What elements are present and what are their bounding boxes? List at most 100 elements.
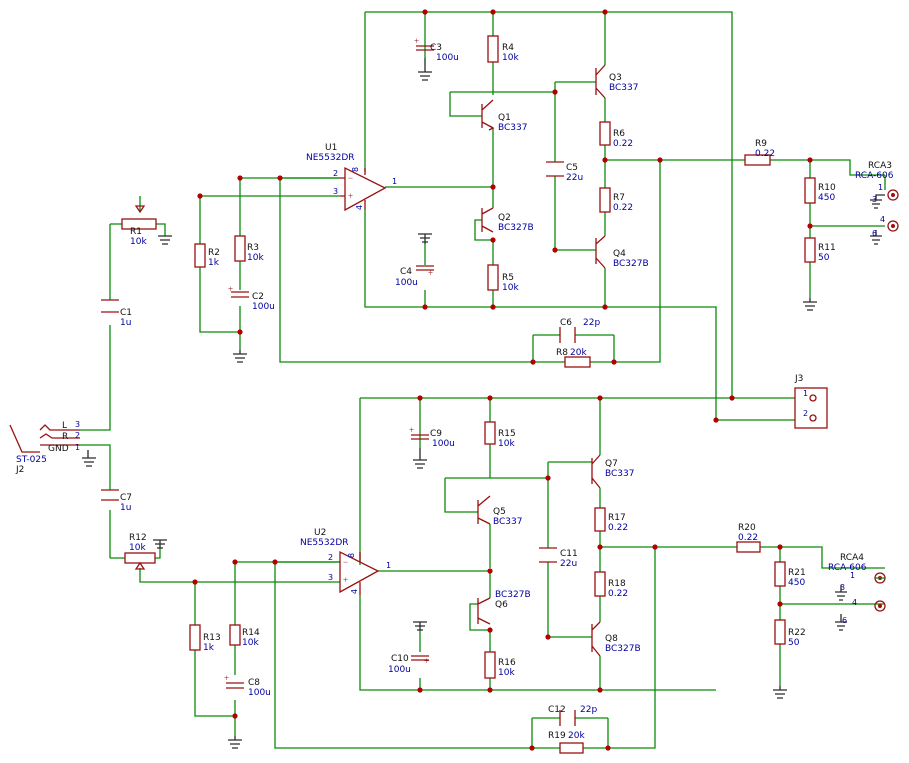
r12-wiper — [134, 561, 146, 570]
c5-plates — [546, 161, 564, 177]
r11-body — [804, 237, 816, 263]
q6-symbol — [477, 597, 491, 625]
r20-body — [736, 541, 761, 553]
jack-j2: L R GND 3 2 1 ST-025 J2 — [9, 420, 80, 475]
r9-ref: R9 — [755, 139, 767, 149]
r6-body — [599, 121, 611, 146]
q2-symbol — [481, 207, 494, 233]
r22-ref: R22 — [788, 628, 806, 638]
r3-body — [234, 235, 246, 262]
u2-pin4: 4 — [350, 589, 359, 594]
r18-ref: R18 — [608, 579, 626, 589]
r13-body — [189, 624, 201, 651]
opamp-u2: − + U2 NE5532DR 2 3 1 8 4 — [300, 528, 391, 595]
c10-value: 100u — [388, 665, 411, 675]
q7-value: BC337 — [605, 469, 634, 479]
c1-value: 1u — [120, 318, 131, 328]
r18-value: 0.22 — [608, 589, 628, 599]
q7-ref: Q7 — [605, 459, 618, 469]
c10-ref: C10 — [391, 654, 409, 664]
c4-ref: C4 — [400, 267, 412, 277]
r2-value: 1k — [208, 258, 220, 268]
r8-ref: R8 — [556, 348, 568, 358]
q1-arrow — [488, 125, 495, 131]
ground-symbols — [82, 58, 885, 749]
q4-value: BC327B — [613, 259, 649, 269]
c11-value: 22u — [560, 559, 577, 569]
r22-body — [774, 619, 786, 645]
u1-pin8: 8 — [351, 167, 360, 172]
u2-value: NE5532DR — [300, 538, 349, 548]
svg-text:+: + — [228, 284, 233, 294]
rca3-value: RCA-606 — [855, 171, 894, 181]
r19-value: 20k — [568, 731, 585, 741]
r5-ref: R5 — [502, 273, 514, 283]
r19-body — [559, 742, 584, 754]
r7-ref: R7 — [613, 193, 625, 203]
c6-value: 22p — [583, 318, 600, 328]
rca3-ref: RCA3 — [868, 161, 892, 171]
rca4-pin6: 6 — [842, 616, 847, 625]
r20-value: 0.22 — [738, 533, 758, 543]
rca4-pin3: 3 — [840, 583, 845, 592]
u2-plus: + — [343, 575, 348, 585]
c9-ref: C9 — [430, 429, 442, 439]
r12-value: 10k — [129, 543, 146, 553]
c7-value: 1u — [120, 503, 131, 513]
r13-ref: R13 — [203, 633, 221, 643]
r20-ref: R20 — [738, 523, 756, 533]
c8-ref: C8 — [248, 678, 260, 688]
c12-value: 22p — [580, 705, 597, 715]
q5-ref: Q5 — [493, 507, 506, 517]
r15-body — [484, 421, 496, 445]
r12-body — [124, 552, 156, 564]
q8-value: BC327B — [605, 644, 641, 654]
r3-value: 10k — [247, 253, 264, 263]
r3-ref: R3 — [247, 243, 259, 253]
j2-pin-r: R — [62, 432, 68, 442]
r8-value: 20k — [570, 348, 587, 358]
rca3-pin1: 1 — [878, 183, 883, 192]
svg-text:+: + — [424, 656, 429, 666]
c5-ref: C5 — [566, 163, 578, 173]
r17-body — [594, 507, 606, 532]
u1-pin4: 4 — [355, 205, 364, 210]
c8-value: 100u — [248, 688, 271, 698]
q1-value: BC337 — [498, 123, 527, 133]
header-j3: J3 1 2 — [794, 374, 828, 429]
c4-plates — [416, 265, 434, 271]
c6-ref: C6 — [560, 318, 572, 328]
c2-plates — [231, 291, 249, 298]
r4-value: 10k — [502, 53, 519, 63]
u1-pin1: 1 — [392, 177, 397, 186]
rca4-pin1: 1 — [850, 571, 855, 580]
r7-body — [599, 187, 611, 213]
c7-plates — [101, 489, 119, 501]
q5-value: BC337 — [493, 517, 522, 527]
capacitors — [101, 45, 576, 726]
r5-body — [487, 264, 499, 291]
q1-symbol — [481, 99, 494, 129]
q1-ref: Q1 — [498, 113, 511, 123]
rca3-pin6: 6 — [872, 229, 877, 238]
r8-body — [564, 356, 591, 368]
r4-ref: R4 — [502, 43, 514, 53]
q7-symbol — [591, 454, 601, 489]
q2-value: BC327B — [498, 223, 534, 233]
r1-ref: R1 — [130, 227, 142, 237]
j3-ref: J3 — [794, 374, 803, 384]
r9-body — [744, 154, 771, 166]
j2-ref: J2 — [15, 465, 24, 475]
r10-ref: R10 — [818, 183, 836, 193]
r9-value: 0.22 — [755, 149, 775, 159]
top-channel-wires — [80, 11, 885, 431]
c3-plates — [416, 45, 434, 51]
j2-pin2: 2 — [75, 431, 80, 440]
q6-value: BC327B — [495, 590, 531, 600]
r21-body — [774, 561, 786, 587]
c3-value: 100u — [436, 53, 459, 63]
c9-value: 100u — [432, 439, 455, 449]
r1-value: 10k — [130, 237, 147, 247]
r13-value: 1k — [203, 643, 215, 653]
